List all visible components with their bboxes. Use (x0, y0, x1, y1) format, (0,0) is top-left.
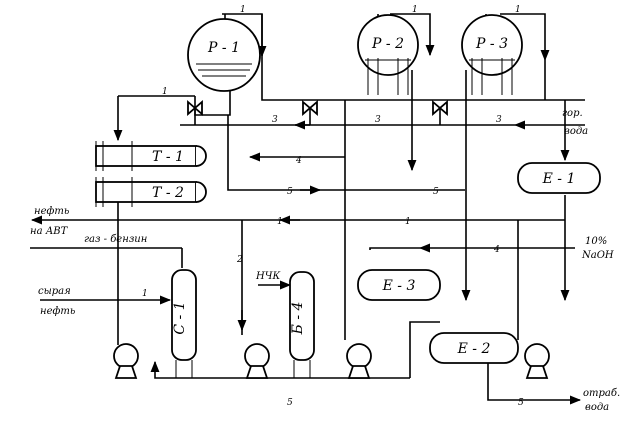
valve-2[interactable] (302, 100, 318, 116)
stream-labels: гор. вода нефть на АВТ газ - бензин сыра… (30, 108, 620, 413)
vessel-e1: Е - 1 (517, 162, 601, 194)
label-naoh-1: 10% (585, 236, 607, 247)
line-num-1-g: 1 (142, 289, 148, 299)
vessel-e3: Е - 3 (357, 269, 441, 301)
line-1-to-r2 (390, 13, 435, 57)
pump-1 (113, 343, 139, 379)
heat-exchanger-t1-label: Т - 1 (152, 149, 184, 165)
label-waste-water-1: отраб. (583, 388, 620, 399)
line-num-4-b: 4 (493, 245, 500, 255)
line-num-1-c: 1 (515, 5, 521, 15)
reactor-r3: Р - 3 (461, 14, 523, 95)
label-nchk: НЧК (255, 271, 280, 282)
line-num-3-a: 3 (272, 115, 278, 125)
reactor-r2-label: Р - 2 (371, 36, 404, 52)
valve-1[interactable] (187, 100, 203, 116)
tank-b4: Б - 4 (289, 271, 315, 378)
line-5 (227, 115, 465, 191)
pump-3 (346, 343, 372, 379)
heat-exchanger-t2-label: Т - 2 (152, 185, 184, 201)
line-num-1-d: 1 (162, 87, 168, 97)
vessel-e2: Е - 2 (429, 332, 519, 364)
line-num-2: 2 (236, 255, 243, 265)
line-num-5-a: 5 (287, 187, 293, 197)
tank-b4-label: Б - 4 (290, 302, 306, 336)
vessel-e1-label: Е - 1 (542, 171, 576, 187)
line-num-1-a: 1 (240, 5, 246, 15)
label-hot-water-2: вода (564, 126, 588, 137)
line-num-3-c: 3 (496, 115, 502, 125)
column-c1: С - 1 (171, 269, 197, 378)
vessel-e2-label: Е - 2 (457, 341, 491, 357)
pump-4 (524, 343, 550, 379)
line-num-4-a: 4 (295, 156, 302, 166)
line-num-5-c: 5 (287, 398, 293, 408)
reactor-r2: Р - 2 (357, 14, 419, 95)
label-oil-1: нефть (34, 206, 69, 217)
label-raw-oil-1: сырая (38, 286, 71, 297)
vessel-e3-label: Е - 3 (382, 278, 416, 294)
line-5-bottom (150, 360, 410, 379)
line-5-e2 (409, 321, 440, 378)
line-1-to-r3 (500, 13, 550, 62)
column-c1-label: С - 1 (172, 301, 188, 334)
pump-2 (244, 343, 270, 379)
pipelines (30, 13, 585, 405)
line-r1-out (194, 85, 231, 116)
line-waste-water (487, 362, 582, 405)
line-num-5-d: 5 (518, 398, 524, 408)
line-number-labels: 1 1 1 1 3 3 3 4 5 5 1 1 4 2 1 5 5 (142, 5, 524, 408)
line-num-1-b: 1 (412, 5, 418, 15)
reactor-r1: Р - 1 (187, 18, 261, 92)
valve-3[interactable] (432, 100, 448, 116)
label-hot-water-1: гор. (562, 108, 583, 119)
heat-exchanger-t2: Т - 2 (95, 177, 207, 207)
line-num-1-f: 1 (405, 217, 411, 227)
label-naoh-2: NaOH (581, 250, 614, 261)
label-waste-water-2: вода (585, 402, 609, 413)
line-num-3-b: 3 (375, 115, 381, 125)
reactor-r1-label: Р - 1 (207, 40, 240, 56)
line-num-5-b: 5 (433, 187, 439, 197)
reactor-r3-label: Р - 3 (475, 36, 508, 52)
line-4-to-e3 (369, 247, 420, 250)
label-raw-oil-2: нефть (40, 306, 75, 317)
label-gas-gasoline: газ - бензин (84, 234, 147, 245)
heat-exchanger-t1: Т - 1 (95, 141, 207, 171)
line-num-1-e: 1 (277, 217, 283, 227)
label-oil-2: на АВТ (30, 226, 69, 237)
